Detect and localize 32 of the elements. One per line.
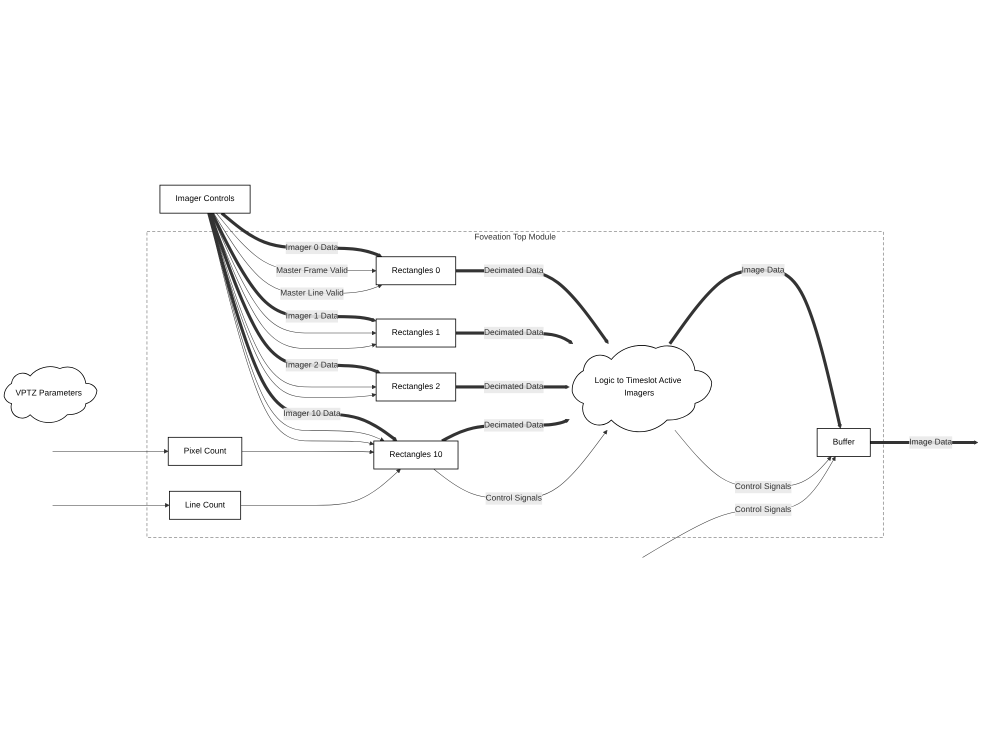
arrow xyxy=(242,449,374,454)
edge-label: Decimated Data xyxy=(484,266,544,275)
node-box: Rectangles 0 xyxy=(376,256,456,285)
edge-label: Control Signals xyxy=(486,494,542,502)
edge-label: Image Data xyxy=(742,265,785,274)
node-box: Rectangles 1 xyxy=(376,318,456,348)
node-box: Rectangles 10 xyxy=(373,440,458,470)
edge-label: Decimated Data xyxy=(484,420,544,430)
arrow xyxy=(213,212,382,294)
arrow xyxy=(52,448,168,454)
edge-label: Imager 1 Data xyxy=(286,311,338,320)
edge-label: Master Line Valid xyxy=(280,288,344,298)
arrow xyxy=(642,456,836,558)
edge-label: Decimated Data xyxy=(484,382,544,391)
edge-label: Imager 10 Data xyxy=(283,409,341,418)
node-box: Pixel Count xyxy=(168,436,242,466)
node-box: Rectangles 2 xyxy=(376,372,456,402)
edge-label: Image Data xyxy=(909,438,952,446)
edge-label: Decimated Data xyxy=(484,328,544,337)
edge-label: Control Signals xyxy=(734,504,792,514)
edge-label: Master Frame Valid xyxy=(276,266,348,275)
arrow xyxy=(220,212,382,258)
node-box: Line Count xyxy=(169,490,242,520)
edge-label: Imager 0 Data xyxy=(286,242,338,252)
edge-label: Imager 2 Data xyxy=(286,360,338,370)
arrow xyxy=(441,418,570,442)
node-box: Imager Controls xyxy=(160,184,251,214)
arrow xyxy=(216,212,376,273)
node-box: Buffer xyxy=(816,428,871,457)
arrow xyxy=(240,468,401,506)
edge-label: Control Signals xyxy=(734,482,792,491)
arrow xyxy=(52,502,170,508)
